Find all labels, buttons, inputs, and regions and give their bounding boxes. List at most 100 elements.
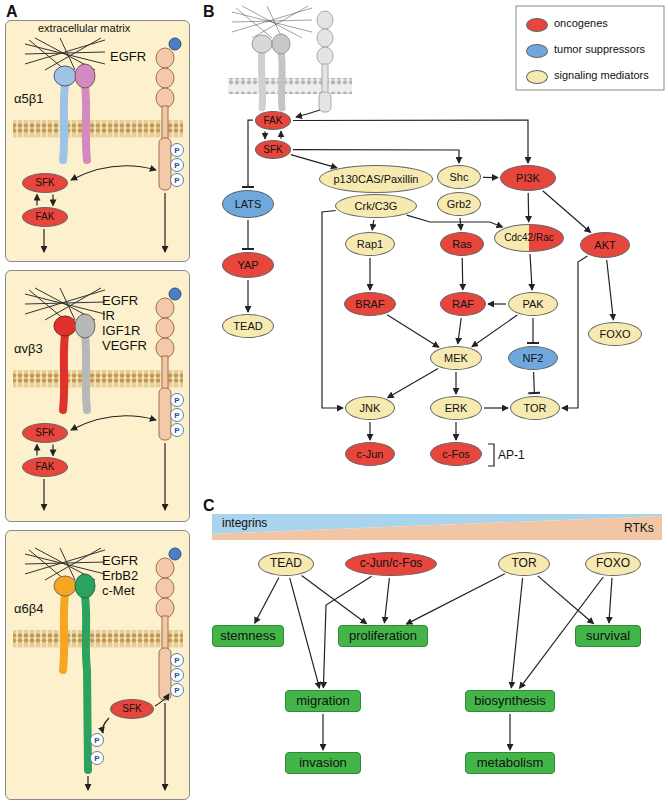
node-label: p130CAS/Paxillin: [333, 173, 418, 186]
panel-a3-art-part: [171, 669, 184, 682]
integrin-name: α6β4: [14, 601, 43, 616]
outcome-box: stemness: [212, 625, 284, 647]
node-label: FAK: [36, 211, 55, 223]
panel-a1-art-part: [85, 86, 87, 160]
node-label: SFK: [263, 144, 282, 156]
panel-b-receptors-part: [317, 11, 333, 29]
node-label: FAK: [36, 461, 55, 473]
activation-arrow: [538, 576, 594, 624]
activation-arrow: [484, 407, 508, 408]
integrin-rtk-gradient-part: [212, 516, 662, 540]
panel-a3-art-part: [85, 596, 88, 770]
panel-a3-art-part: [13, 630, 183, 648]
activation-arrow: [36, 444, 37, 455]
node-label: Crk/C3G: [355, 200, 398, 213]
protein-oval: Shc: [437, 165, 481, 189]
protein-oval: FAK: [22, 207, 68, 227]
node-label: RAF: [452, 298, 474, 311]
node-label: YAP: [237, 259, 258, 272]
activation-arrow: [562, 256, 587, 408]
node-label: TEAD: [270, 557, 302, 571]
node-label: Shc: [450, 171, 469, 184]
protein-oval: TEAD: [222, 314, 274, 338]
panel-b-receptors-part: [317, 47, 333, 65]
node-label: Rap1: [357, 238, 383, 251]
receptor-name: EGFR: [110, 49, 146, 64]
outcome-box: proliferation: [338, 625, 428, 647]
annotation: integrins: [222, 516, 267, 530]
protein-oval: FAK: [22, 457, 68, 477]
legend-text: oncogenes: [554, 17, 608, 29]
panel-a1-art-part: [43, 229, 44, 252]
node-label: PAK: [522, 298, 543, 311]
activation-arrow: [387, 315, 439, 348]
activation-arrow: [293, 120, 528, 163]
phospho-label: P: [174, 161, 179, 170]
node-label: FOXO: [599, 328, 630, 341]
panel-a2-art-part: [171, 394, 184, 407]
receptor-name: EGFR ErbB2 c-Met: [102, 553, 138, 598]
panel-a3-art-part: [91, 734, 104, 747]
activation-arrow: [609, 578, 612, 623]
panel-b-receptors-part: [228, 78, 352, 94]
activation-arrow: [530, 254, 532, 290]
panel-a3-art-part: [103, 718, 109, 733]
node-label: Cdc42/Rac: [504, 232, 553, 244]
node-label: MEK: [444, 352, 468, 365]
protein-oval: c-Jun/c-Fos: [345, 552, 437, 576]
node-label: NF2: [523, 352, 544, 365]
protein-oval: c-Jun: [345, 442, 395, 466]
protein-oval: PI3K: [500, 165, 556, 191]
node-label: PI3K: [516, 172, 540, 185]
node-label: TEAD: [233, 320, 262, 333]
protein-oval: ERK: [430, 396, 482, 420]
activation-arrow: [607, 260, 614, 320]
node-label: SFK: [35, 177, 54, 189]
protein-oval: TOR: [510, 396, 560, 420]
node-label: BRAF: [355, 298, 384, 311]
panel-a3-art-part: [164, 703, 165, 790]
panel-a3-art-part: [54, 576, 76, 596]
protein-oval: Ras: [440, 232, 484, 256]
annotation: RTKs: [624, 521, 654, 535]
protein-oval: FOXO: [585, 552, 641, 576]
panel-a2-art-part: [71, 416, 156, 430]
inhibition-line: [247, 220, 248, 250]
panel-a1-art-part: [25, 38, 105, 70]
panel-a3-art-part: [87, 776, 88, 790]
activation-arrow: [388, 368, 439, 397]
phospho-label: P: [94, 754, 99, 763]
node-label: LATS: [235, 198, 262, 211]
panel-b-receptors-part: [322, 64, 328, 94]
integrin-rtk-gradient: [212, 514, 662, 540]
activation-arrow: [52, 444, 53, 455]
protein-oval: BRAF: [344, 292, 396, 316]
panel-b-receptors-part: [272, 34, 290, 54]
node-label: AKT: [594, 239, 615, 252]
panel-b-receptors-part: [488, 444, 494, 466]
legend-swatch: [526, 44, 548, 58]
protein-oval: SFK: [22, 173, 68, 193]
panel-a3-art-part: [63, 594, 65, 670]
node-label: Ras: [452, 238, 472, 251]
activation-arrow: [291, 155, 337, 168]
node-label: SFK: [35, 427, 54, 439]
panel-a2-art: [13, 288, 184, 510]
panel-a3-art-part: [75, 574, 95, 598]
phospho-label: P: [174, 686, 179, 695]
outcome-box: biosynthesis: [465, 690, 555, 712]
panel-a2-art-part: [164, 443, 165, 510]
legend-swatch: [526, 70, 548, 84]
panel-a1-art: [13, 38, 184, 252]
outcome-box: migration: [285, 690, 361, 712]
panel-a1-art-part: [54, 66, 76, 86]
panel-b-receptors-part: [317, 29, 333, 47]
legend-text: tumor suppressors: [554, 43, 645, 55]
protein-oval: YAP: [222, 252, 274, 278]
activation-arrow: [322, 714, 323, 750]
activation-arrow: [369, 422, 370, 440]
node-label: ERK: [445, 402, 468, 415]
protein-oval: Cdc42/Rac: [494, 224, 564, 252]
protein-oval: MEK: [430, 346, 482, 370]
phospho-label: P: [174, 671, 179, 680]
